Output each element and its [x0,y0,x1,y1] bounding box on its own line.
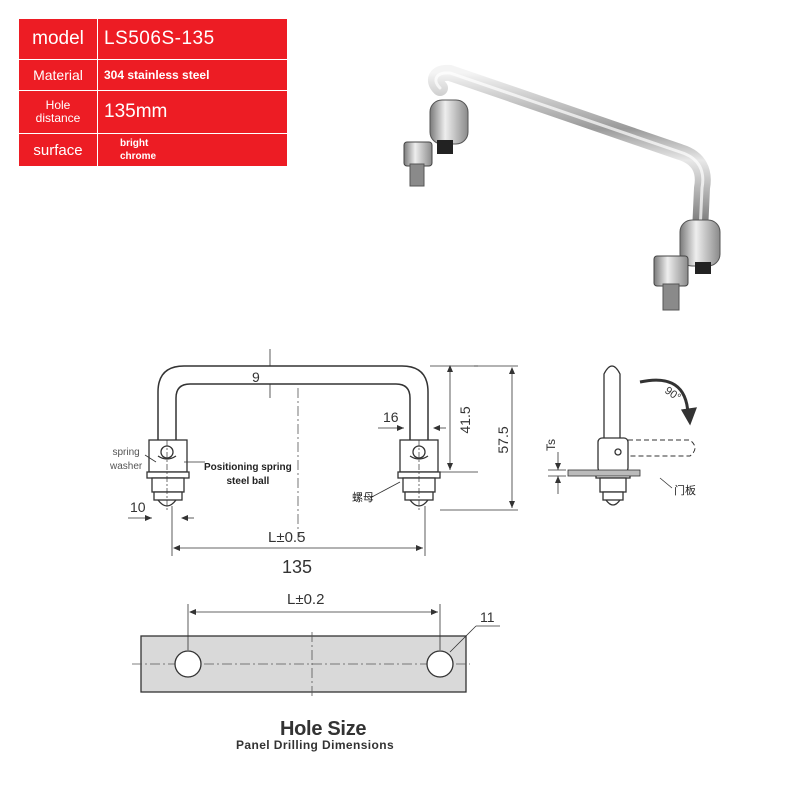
dim-l-02: L±0.2 [287,591,324,608]
spec-row-hole-distance: Hole distance 135mm [18,90,288,134]
dim-l-05: L±0.5 [268,529,305,546]
side-view-drawing [548,365,697,506]
dim-57-5: 57.5 [495,426,511,453]
hole-distance-label-line1: Hole [45,98,71,112]
hole-distance-label: Hole distance [18,90,98,134]
surface-value-line1: bright [120,138,149,149]
dim-9: 9 [252,369,260,385]
spring-washer-label-line2: washer [110,461,143,472]
dim-41-5: 41.5 [457,406,473,433]
left-hinge [146,439,190,510]
product-photo [403,64,721,311]
spec-row-surface: surface bright chrome [18,133,288,167]
left-hole [174,650,202,678]
positioning-ball-label-line2: steel ball [226,476,270,487]
positioning-ball-label: Positioning spring steel ball [204,461,292,489]
surface-value: bright chrome [97,133,288,167]
dim-ts: Ts [544,439,558,451]
model-value: LS506S-135 [97,18,288,60]
dim-10: 10 [130,499,146,515]
nut-label: 螺母 [352,492,374,504]
model-label: model [18,18,98,60]
right-hole [426,650,454,678]
surface-value-line2: chrome [120,151,157,162]
front-view-drawing [128,349,518,556]
spring-washer-label-line1: spring [112,447,140,458]
material-label: Material [18,59,98,91]
dim-135: 135 [282,557,312,577]
positioning-ball-label-line1: Positioning spring [204,462,292,473]
dim-16: 16 [383,409,399,425]
hole-distance-value: 135mm [97,90,288,134]
right-hinge [397,439,441,510]
spec-table: model LS506S-135 Material 304 stainless … [18,18,288,167]
hole-size-title: Hole Size [280,718,367,740]
hole-size-subtitle: Panel Drilling Dimensions [236,738,395,752]
spec-row-model: model LS506S-135 [18,18,288,60]
hole-distance-label-line2: distance [35,111,81,125]
hole-size-drawing [132,604,500,696]
surface-label: surface [18,133,98,167]
dim-11: 11 [480,609,495,625]
spring-washer-label: spring washer [110,446,142,474]
door-panel-label: 门板 [674,485,696,497]
